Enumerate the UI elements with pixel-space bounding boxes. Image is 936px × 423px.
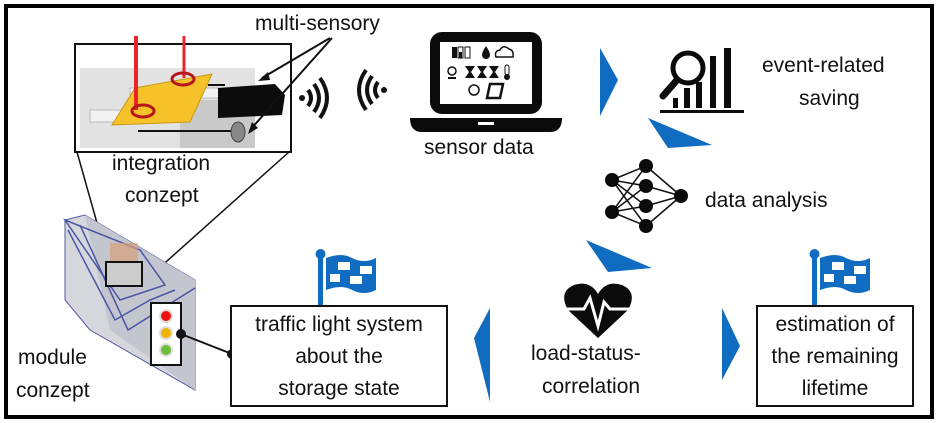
lifetime-box-line1: estimation of — [775, 313, 895, 336]
wireless-signal-icon-right — [357, 68, 387, 112]
cloud-icon — [494, 46, 514, 58]
sensor-data-label: sensor data — [424, 136, 534, 159]
traffic-box-line3: storage state — [278, 377, 400, 400]
wireless-signal-icon-left — [299, 76, 329, 120]
load-status-label-line2: correlation — [542, 375, 641, 398]
traffic-box-line2: about the — [295, 345, 383, 368]
speedometer-icon — [468, 84, 480, 96]
arrow-right-top — [600, 48, 618, 116]
magnifier-chart-icon — [659, 48, 744, 113]
event-related-label-line1: event-related — [762, 54, 885, 77]
event-related-label-line2: saving — [799, 87, 860, 110]
diagram-frame — [4, 4, 934, 419]
integration-concept-label-line2: conzept — [125, 184, 199, 207]
multi-sensory-label: multi-sensory — [255, 12, 380, 35]
hourglass-icon — [465, 66, 499, 78]
arrow-event-to-analysis — [648, 118, 712, 148]
laptop-icon — [410, 32, 562, 132]
tablet-icon — [485, 82, 505, 100]
checkered-flag-icon-right — [809, 249, 870, 308]
module-concept-label-line1: module — [18, 346, 87, 369]
lifetime-box-line2: the remaining — [771, 345, 899, 368]
load-status-label-line1: load-status- — [531, 342, 641, 365]
remaining-lifetime-box: estimation of the remaining lifetime — [756, 305, 914, 407]
data-analysis-label: data analysis — [705, 189, 828, 212]
integration-concept-label-line1: integration — [112, 152, 211, 175]
arrow-analysis-to-correlation — [586, 240, 652, 272]
lifetime-box-line3: lifetime — [801, 377, 869, 400]
neural-network-icon — [605, 159, 688, 233]
droplet-icon — [482, 46, 490, 59]
traffic-box-line1: traffic light system — [255, 313, 423, 336]
traffic-light-system-box: traffic light system about the storage s… — [230, 305, 448, 407]
module-concept-label-line2: conzept — [16, 379, 90, 402]
battery-icon — [452, 46, 471, 59]
gauge-icon — [447, 66, 457, 79]
arrow-left-bottom — [474, 308, 490, 402]
thermometer-icon — [504, 64, 510, 80]
heartbeat-icon — [564, 283, 632, 338]
arrow-right-bottom — [722, 308, 740, 380]
checkered-flag-icon-left — [315, 249, 376, 308]
